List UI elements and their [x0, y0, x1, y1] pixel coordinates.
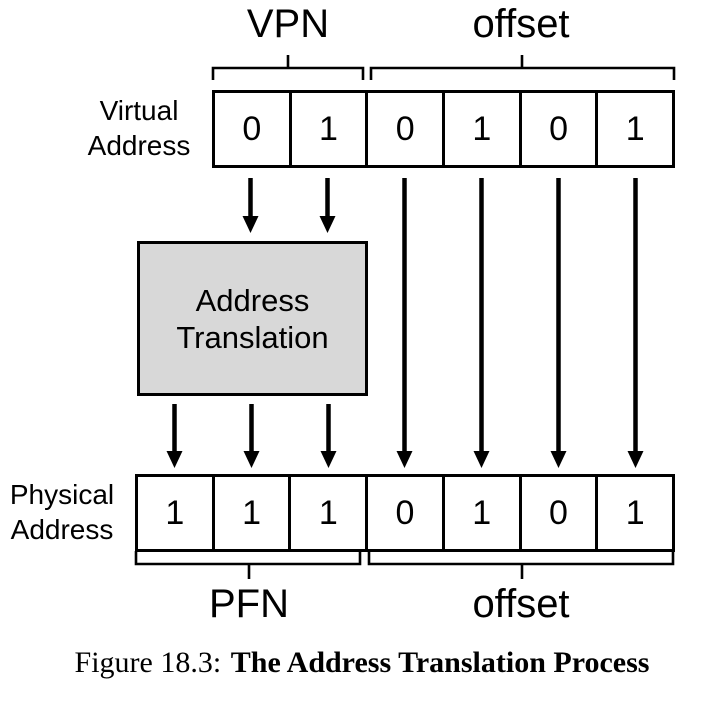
translation-box-line2: Translation	[176, 319, 329, 355]
virtual-bit-cell: 0	[242, 109, 262, 148]
address-translation-box: Address Translation	[137, 241, 368, 396]
vpn-arrow-1	[242, 178, 259, 233]
physical-address-row: 1 1 1 0 1 0 1	[135, 474, 675, 552]
top-offset-label: offset	[472, 2, 570, 46]
physical-bit-cell: 1	[595, 477, 672, 549]
figure-caption: Figure 18.3:The Address Translation Proc…	[0, 646, 724, 680]
pfn-arrow-2	[243, 404, 260, 468]
physical-bit-cell: 1	[165, 493, 185, 532]
top-offset-bracket	[369, 55, 676, 80]
offset-arrow-3	[550, 178, 567, 468]
physical-bit-cell: 1	[288, 477, 365, 549]
pfn-arrow-3	[320, 404, 337, 468]
figure-caption-prefix: Figure 18.3:	[74, 646, 222, 679]
pfn-arrow-1	[166, 404, 183, 468]
physical-bit-cell: 0	[365, 477, 442, 549]
virtual-bit-cell: 0	[365, 93, 442, 165]
physical-bit-cell: 1	[441, 477, 519, 549]
physical-address-label-line2: Address	[10, 514, 114, 545]
offset-arrow-1	[396, 178, 413, 468]
vpn-bracket	[211, 55, 365, 80]
physical-address-label: Physical Address	[0, 477, 157, 547]
virtual-bit-cell: 1	[288, 93, 366, 165]
offset-arrow-4	[627, 178, 644, 468]
vpn-arrow-2	[319, 178, 336, 233]
translation-box-line1: Address	[195, 282, 310, 318]
virtual-address-row: 0 1 0 1 0 1	[212, 90, 675, 168]
virtual-address-label: Virtual Address	[44, 93, 234, 163]
vpn-label: VPN	[246, 2, 330, 46]
virtual-address-label-line2: Address	[87, 130, 191, 161]
virtual-bit-cell: 0	[518, 93, 596, 165]
virtual-bit-cell: 1	[442, 93, 519, 165]
physical-bit-cell: 1	[211, 477, 289, 549]
physical-address-label-line1: Physical	[9, 479, 115, 510]
bottom-offset-bracket	[367, 551, 675, 579]
bottom-offset-label: offset	[472, 582, 570, 626]
pfn-label: PFN	[209, 582, 289, 626]
virtual-address-label-line1: Virtual	[99, 95, 179, 126]
physical-bit-cell: 0	[518, 477, 596, 549]
pfn-bracket	[134, 551, 362, 579]
offset-arrow-2	[473, 178, 490, 468]
virtual-bit-cell: 1	[595, 93, 672, 165]
figure-caption-title: The Address Translation Process	[230, 646, 650, 679]
